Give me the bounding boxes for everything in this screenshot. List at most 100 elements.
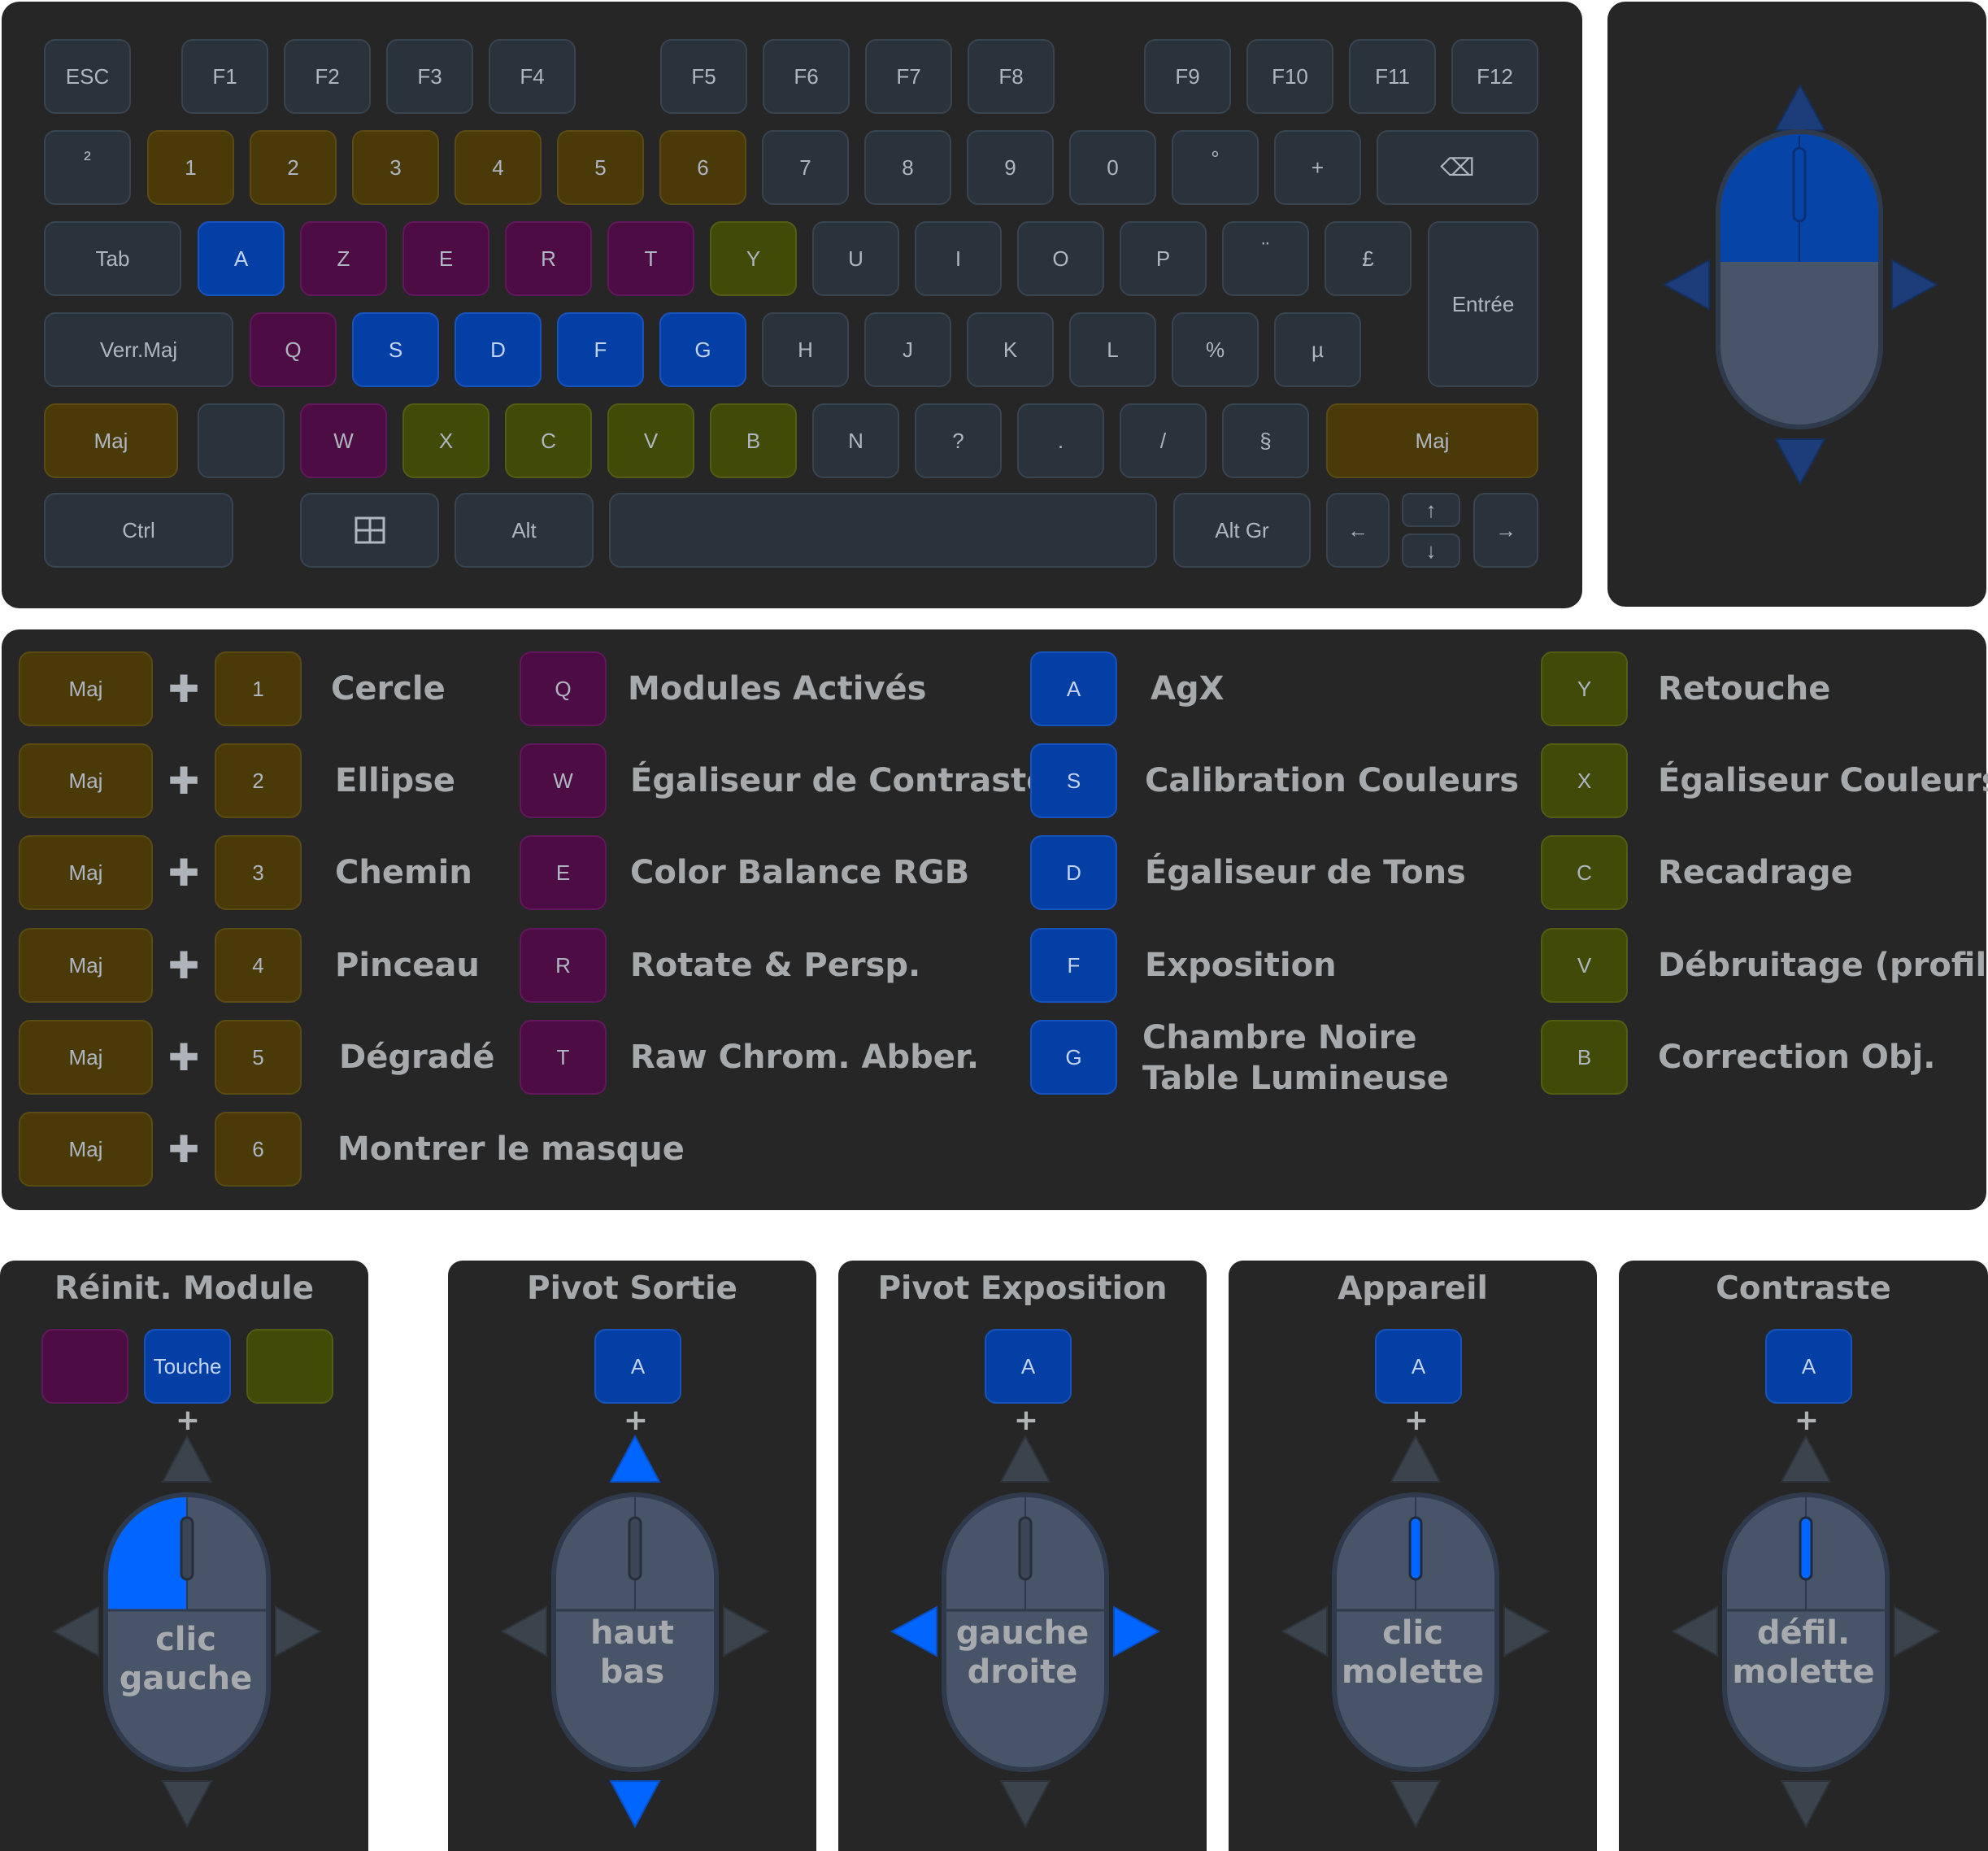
backspace-icon[interactable]: ⌫ [1377, 130, 1538, 205]
key-k[interactable]: K [967, 312, 1054, 387]
key-p[interactable]: P [1120, 221, 1207, 296]
key-f11[interactable]: F11 [1349, 39, 1436, 114]
key-9[interactable]: 9 [967, 130, 1054, 205]
arrow-up-icon [999, 1434, 1051, 1483]
arrow-left-icon [499, 1605, 547, 1657]
legend-label-debruitage: Débruitage (profil) [1658, 947, 1988, 984]
key-x[interactable]: X [402, 403, 489, 478]
key-f[interactable]: F [557, 312, 644, 387]
modifier-key-touche: Touche [144, 1329, 231, 1404]
key-y[interactable]: Y [710, 221, 797, 296]
key-s[interactable]: S [352, 312, 439, 387]
legend-key-g: G [1030, 1020, 1117, 1095]
key-f7[interactable]: F7 [865, 39, 952, 114]
key-o[interactable]: O [1017, 221, 1104, 296]
key-3[interactable]: 3 [352, 130, 439, 205]
key-5[interactable]: 5 [557, 130, 644, 205]
key-2[interactable]: 2 [250, 130, 337, 205]
plus-icon: ✚ [167, 1127, 200, 1171]
key-0[interactable]: 0 [1069, 130, 1156, 205]
panel-title: Contraste [1716, 1270, 1891, 1307]
key-f3[interactable]: F3 [386, 39, 473, 114]
key-f10[interactable]: F10 [1246, 39, 1333, 114]
key-f9[interactable]: F9 [1144, 39, 1231, 114]
key-period[interactable]: . [1017, 403, 1104, 478]
key-esc[interactable]: ESC [44, 39, 131, 114]
key-7[interactable]: 7 [762, 130, 849, 205]
key-l[interactable]: L [1069, 312, 1156, 387]
legend-label-agx: AgX [1151, 670, 1225, 708]
key-f4[interactable]: F4 [489, 39, 576, 114]
key-8[interactable]: 8 [864, 130, 951, 205]
key-enter[interactable]: Entrée [1428, 221, 1538, 387]
key-section[interactable]: § [1222, 403, 1309, 478]
key-tab[interactable]: Tab [44, 221, 181, 296]
key-windows[interactable] [300, 493, 439, 568]
key-altgr[interactable]: Alt Gr [1173, 493, 1311, 568]
key-b[interactable]: B [710, 403, 797, 478]
key-r[interactable]: R [505, 221, 592, 296]
panel-title: Pivot Exposition [877, 1270, 1168, 1307]
mouse-action-label-line1: clic [155, 1621, 216, 1658]
key-d[interactable]: D [455, 312, 542, 387]
mouse-icon [942, 1492, 1109, 1772]
key-ctrl[interactable]: Ctrl [44, 493, 233, 568]
key-caps-lock[interactable]: Verr.Maj [44, 312, 233, 387]
key-superscript-2[interactable]: ² [44, 130, 131, 205]
arrow-up-icon [1774, 83, 1826, 131]
key-f8[interactable]: F8 [968, 39, 1055, 114]
legend-key-4: 4 [215, 928, 302, 1003]
key-f6[interactable]: F6 [763, 39, 850, 114]
key-f1[interactable]: F1 [181, 39, 268, 114]
key-f5[interactable]: F5 [660, 39, 747, 114]
key-mu[interactable]: µ [1274, 312, 1361, 387]
key-6[interactable]: 6 [659, 130, 746, 205]
arrow-up-icon [161, 1434, 213, 1483]
arrow-down-key[interactable]: ↓ [1402, 534, 1460, 568]
key-4[interactable]: 4 [455, 130, 542, 205]
key-i[interactable]: I [915, 221, 1002, 296]
key-question[interactable]: ? [915, 403, 1002, 478]
key-alt[interactable]: Alt [455, 493, 594, 568]
mouse-panel-pivot-exposition: Pivot Exposition A + gauche droite [838, 1261, 1207, 1851]
key-h[interactable]: H [762, 312, 849, 387]
arrow-up-key[interactable]: ↑ [1402, 493, 1460, 527]
key-space[interactable] [609, 493, 1157, 568]
key-a[interactable]: A [198, 221, 285, 296]
mouse-action-label-line2: gauche [119, 1660, 253, 1697]
key-n[interactable]: N [812, 403, 899, 478]
key-shift-right[interactable]: Maj [1326, 403, 1538, 478]
key-w[interactable]: W [300, 403, 387, 478]
legend-label-correction-obj: Correction Obj. [1658, 1039, 1936, 1076]
key-diaeresis[interactable]: ¨ [1222, 221, 1309, 296]
key-t[interactable]: T [607, 221, 694, 296]
key-c[interactable]: C [505, 403, 592, 478]
key-v[interactable]: V [607, 403, 694, 478]
key-pound[interactable]: £ [1325, 221, 1412, 296]
key-shift-left[interactable]: Maj [44, 403, 178, 478]
key-g[interactable]: G [659, 312, 746, 387]
legend-key-d: D [1030, 835, 1117, 910]
key-plus[interactable]: + [1274, 130, 1361, 205]
legend-label-rotate-persp: Rotate & Persp. [630, 947, 921, 984]
key-angle-brackets[interactable] [198, 403, 285, 478]
key-degree[interactable]: ° [1172, 130, 1259, 205]
keyboard-panel: ESC F1 F2 F3 F4 F5 F6 F7 F8 F9 F10 F11 F… [2, 2, 1582, 608]
key-u[interactable]: U [812, 221, 899, 296]
key-q[interactable]: Q [250, 312, 337, 387]
arrow-right-key[interactable]: → [1473, 493, 1538, 568]
modifier-key-purple [41, 1329, 128, 1404]
key-z[interactable]: Z [300, 221, 387, 296]
key-1[interactable]: 1 [147, 130, 234, 205]
modifier-key-a: A [1765, 1329, 1852, 1404]
key-percent[interactable]: % [1172, 312, 1259, 387]
key-e[interactable]: E [402, 221, 489, 296]
key-slash[interactable]: / [1120, 403, 1207, 478]
key-f12[interactable]: F12 [1451, 39, 1538, 114]
plus-icon: ✚ [167, 667, 200, 711]
mouse-overview [1662, 83, 1939, 486]
key-f2[interactable]: F2 [284, 39, 371, 114]
arrow-left-key[interactable]: ← [1326, 493, 1390, 568]
key-j[interactable]: J [864, 312, 951, 387]
arrow-left-icon [1280, 1605, 1328, 1657]
